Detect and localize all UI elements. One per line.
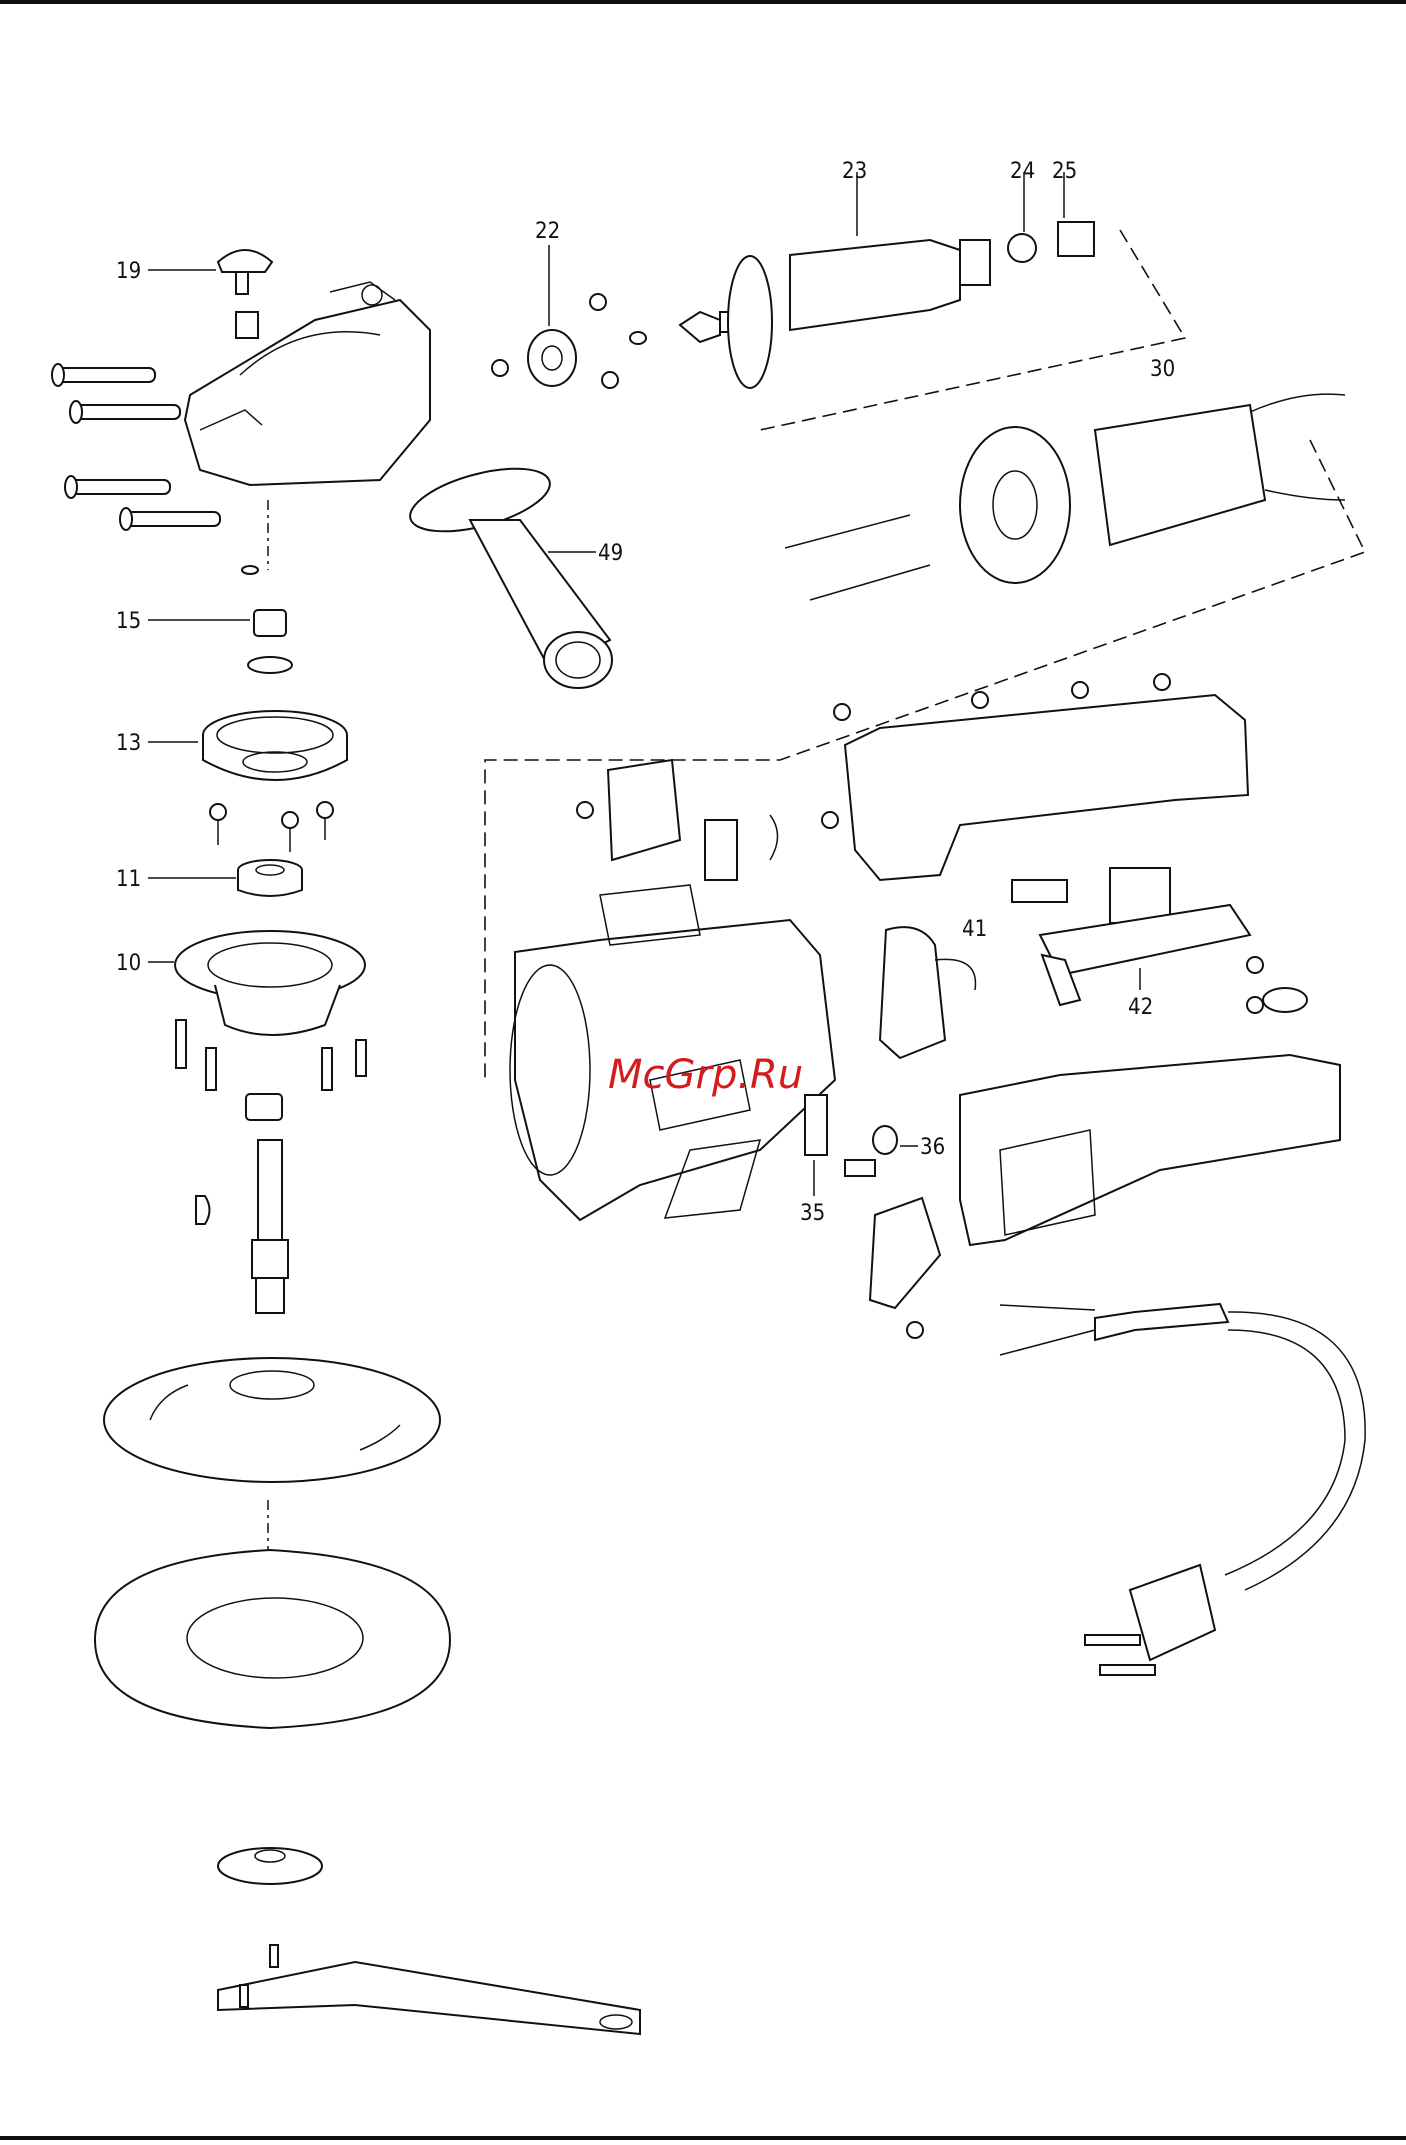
- callout-41: 41: [962, 917, 987, 942]
- electronic-module-part: [1012, 868, 1307, 1013]
- armature-rotor-part: [680, 222, 1094, 388]
- callout-35: 35: [800, 1201, 825, 1226]
- bearing-screws: [210, 802, 333, 852]
- callout-36: 36: [920, 1135, 945, 1160]
- bevel-gear-part: [203, 711, 347, 780]
- rear-handle-cover-part: [960, 1055, 1340, 1245]
- callout-10: 10: [116, 951, 141, 976]
- rear-housing-shell-part: [822, 674, 1248, 880]
- backing-pad-part: [104, 1358, 440, 1482]
- callout-22: 22: [535, 219, 560, 244]
- bearing-plate-part: [175, 931, 365, 1035]
- power-cord-part: [1000, 1304, 1365, 1675]
- bearing-part: [238, 860, 302, 896]
- callout-11: 11: [116, 867, 141, 892]
- stator-assembly-part: [785, 394, 1345, 600]
- callout-42: 42: [1128, 995, 1153, 1020]
- trigger-button-part: [870, 1198, 940, 1338]
- callout-25: 25: [1052, 159, 1077, 184]
- bearing-22-part: [492, 294, 646, 388]
- side-handle-part: [404, 456, 612, 688]
- callout-24: 24: [1010, 159, 1035, 184]
- polishing-bonnet-part: [95, 1550, 450, 1728]
- callout-30: 30: [1150, 357, 1175, 382]
- callout-15: 15: [116, 609, 141, 634]
- switch-part: [880, 927, 976, 1058]
- spindle-part: [196, 1094, 288, 1313]
- callout-49: 49: [598, 541, 623, 566]
- lock-button-part: [218, 250, 272, 338]
- callout-23: 23: [842, 159, 867, 184]
- callout-19: 19: [116, 259, 141, 284]
- gear-housing-part: [185, 282, 430, 485]
- callout-13: 13: [116, 731, 141, 756]
- watermark-text: McGrp.Ru: [608, 1052, 803, 1098]
- flange-nut-part: [218, 1848, 322, 1884]
- spanner-wrench-part: [218, 1945, 640, 2034]
